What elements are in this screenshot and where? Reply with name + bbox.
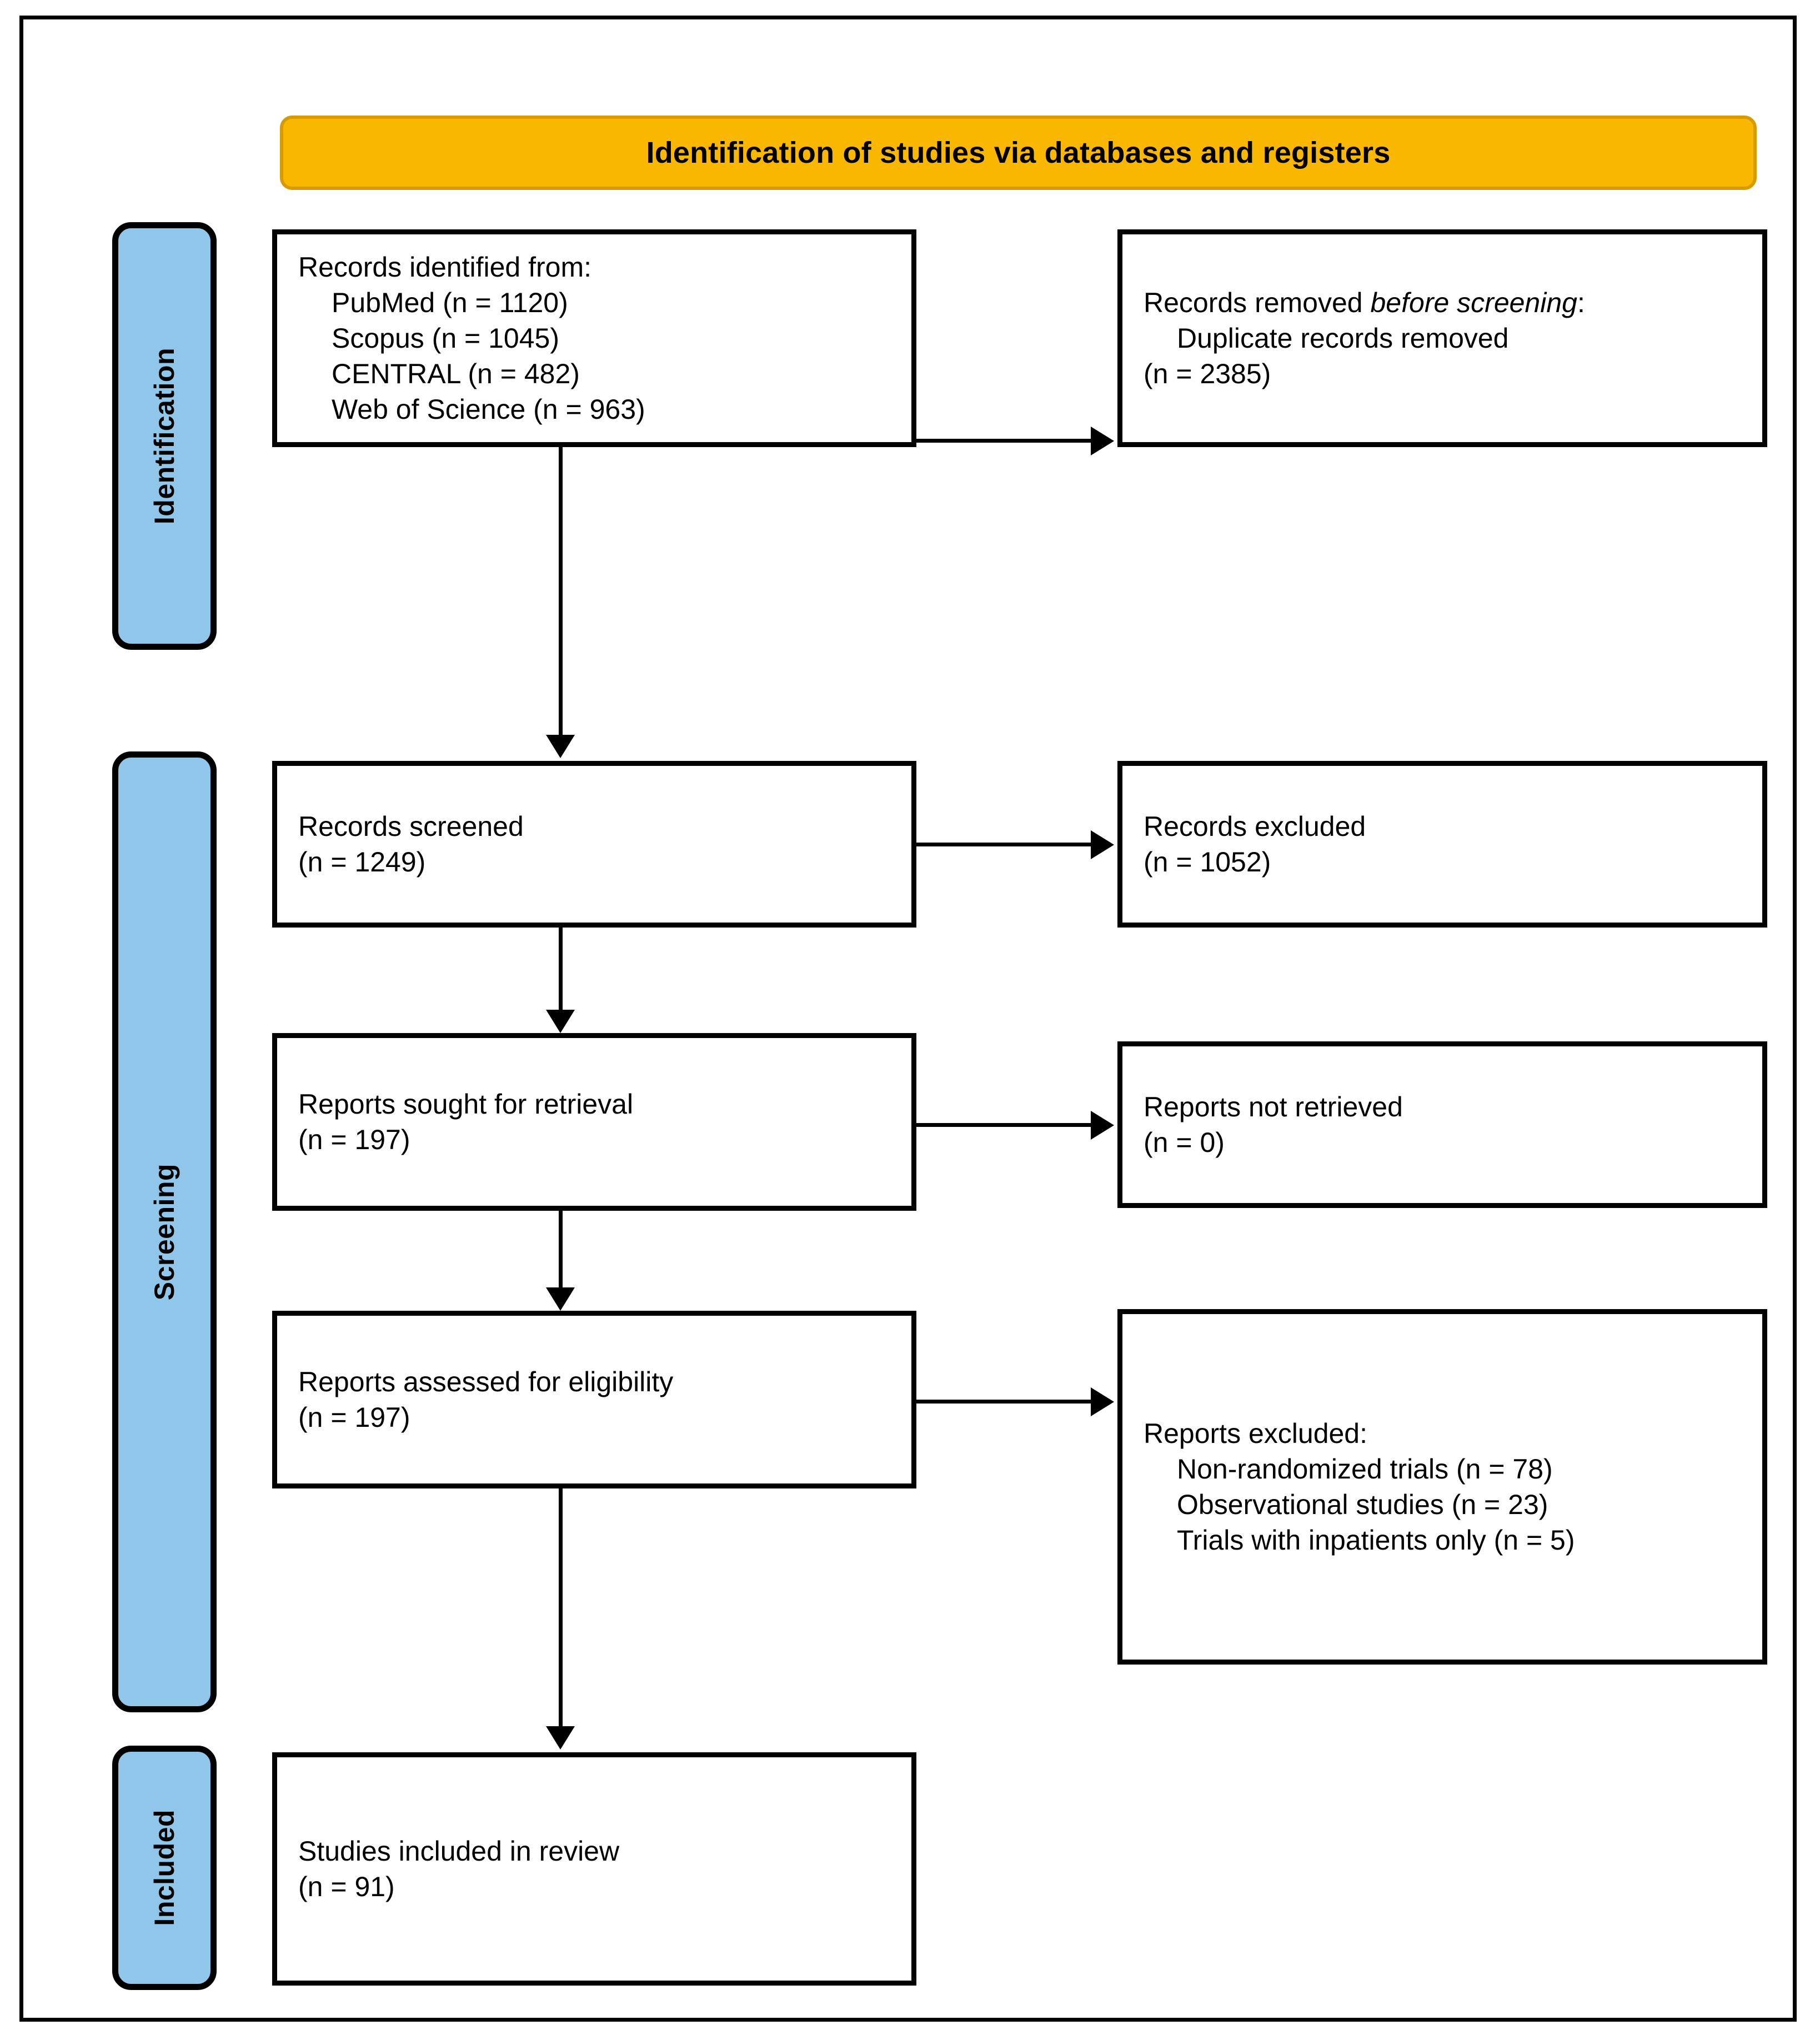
box-reports-assessed: Reports assessed for eligibility (n = 19… <box>272 1311 916 1488</box>
stage-label-text-screening: Screening <box>149 1163 180 1301</box>
connector-assessed-to-reportsexcluded-line <box>916 1400 1094 1404</box>
reports-excluded-item-inpatients: Trials with inpatients only (n = 5) <box>1177 1525 1575 1556</box>
diagram-outer-frame: Identification of studies via databases … <box>19 16 1797 2022</box>
connector-screened-to-excluded-line <box>916 843 1094 846</box>
connector-screened-to-excluded-arrow <box>1091 830 1114 859</box>
box-reports-sought: Reports sought for retrieval (n = 197) <box>272 1033 916 1211</box>
records-identified-heading: Records identified from: <box>298 252 592 283</box>
records-screened-count: (n = 1249) <box>298 846 426 878</box>
records-identified-item-central: CENTRAL (n = 482) <box>332 358 580 389</box>
connector-assessed-to-included-arrow <box>546 1726 575 1750</box>
records-removed-item-count: (n = 2385) <box>1144 358 1271 389</box>
connector-sought-to-assessed-arrow <box>546 1287 575 1311</box>
reports-excluded-item-nonrandomized: Non-randomized trials (n = 78) <box>1177 1453 1553 1485</box>
records-screened-label: Records screened <box>298 811 524 842</box>
box-records-removed: Records removed before screening: Duplic… <box>1117 229 1767 447</box>
box-records-excluded: Records excluded (n = 1052) <box>1117 761 1767 928</box>
stage-label-identification: Identification <box>112 222 217 650</box>
box-records-screened: Records screened (n = 1249) <box>272 761 916 928</box>
box-records-identified: Records identified from: PubMed (n = 112… <box>272 229 916 447</box>
connector-identified-to-removed-line <box>916 439 1094 443</box>
stage-label-screening: Screening <box>112 751 217 1712</box>
records-removed-heading-part1: Records removed <box>1144 287 1371 318</box>
connector-assessed-to-included-line <box>559 1488 563 1727</box>
reports-excluded-heading: Reports excluded: <box>1144 1418 1368 1449</box>
connector-sought-to-notretrieved-arrow <box>1091 1111 1114 1140</box>
records-removed-item-duplicates: Duplicate records removed <box>1177 323 1509 354</box>
connector-identified-to-screened-arrow <box>546 735 575 758</box>
records-identified-item-pubmed: PubMed (n = 1120) <box>332 287 568 318</box>
records-excluded-label: Records excluded <box>1144 811 1366 842</box>
records-removed-heading-part2: : <box>1577 287 1585 318</box>
box-studies-included: Studies included in review (n = 91) <box>272 1752 916 1986</box>
connector-screened-to-sought-arrow <box>546 1010 575 1033</box>
box-reports-excluded: Reports excluded: Non-randomized trials … <box>1117 1309 1767 1665</box>
records-removed-heading: Records removed before screening: <box>1144 285 1741 320</box>
connector-identified-to-screened-line <box>559 447 563 736</box>
records-excluded-count: (n = 1052) <box>1144 846 1271 878</box>
connector-assessed-to-reportsexcluded-arrow <box>1091 1387 1114 1416</box>
reports-sought-label: Reports sought for retrieval <box>298 1089 634 1120</box>
reports-assessed-label: Reports assessed for eligibility <box>298 1366 674 1397</box>
records-identified-item-wos: Web of Science (n = 963) <box>332 394 645 425</box>
identification-banner: Identification of studies via databases … <box>280 116 1757 190</box>
reports-sought-count: (n = 197) <box>298 1124 410 1155</box>
reports-not-retrieved-label: Reports not retrieved <box>1144 1091 1403 1122</box>
stage-label-text-included: Included <box>149 1810 180 1926</box>
records-identified-item-scopus: Scopus (n = 1045) <box>332 323 559 354</box>
stage-label-included: Included <box>112 1746 217 1990</box>
records-removed-heading-italic: before screening <box>1370 287 1577 318</box>
studies-included-label: Studies included in review <box>298 1836 620 1867</box>
reports-excluded-item-observational: Observational studies (n = 23) <box>1177 1489 1548 1520</box>
reports-not-retrieved-count: (n = 0) <box>1144 1127 1225 1158</box>
connector-sought-to-notretrieved-line <box>916 1123 1094 1127</box>
stage-label-text-identification: Identification <box>149 347 180 525</box>
reports-assessed-count: (n = 197) <box>298 1402 410 1433</box>
studies-included-count: (n = 91) <box>298 1871 395 1902</box>
connector-screened-to-sought-line <box>559 928 563 1011</box>
connector-identified-to-removed-arrow <box>1091 427 1114 455</box>
connector-sought-to-assessed-line <box>559 1211 563 1289</box>
banner-title: Identification of studies via databases … <box>646 136 1391 169</box>
box-reports-not-retrieved: Reports not retrieved (n = 0) <box>1117 1041 1767 1208</box>
